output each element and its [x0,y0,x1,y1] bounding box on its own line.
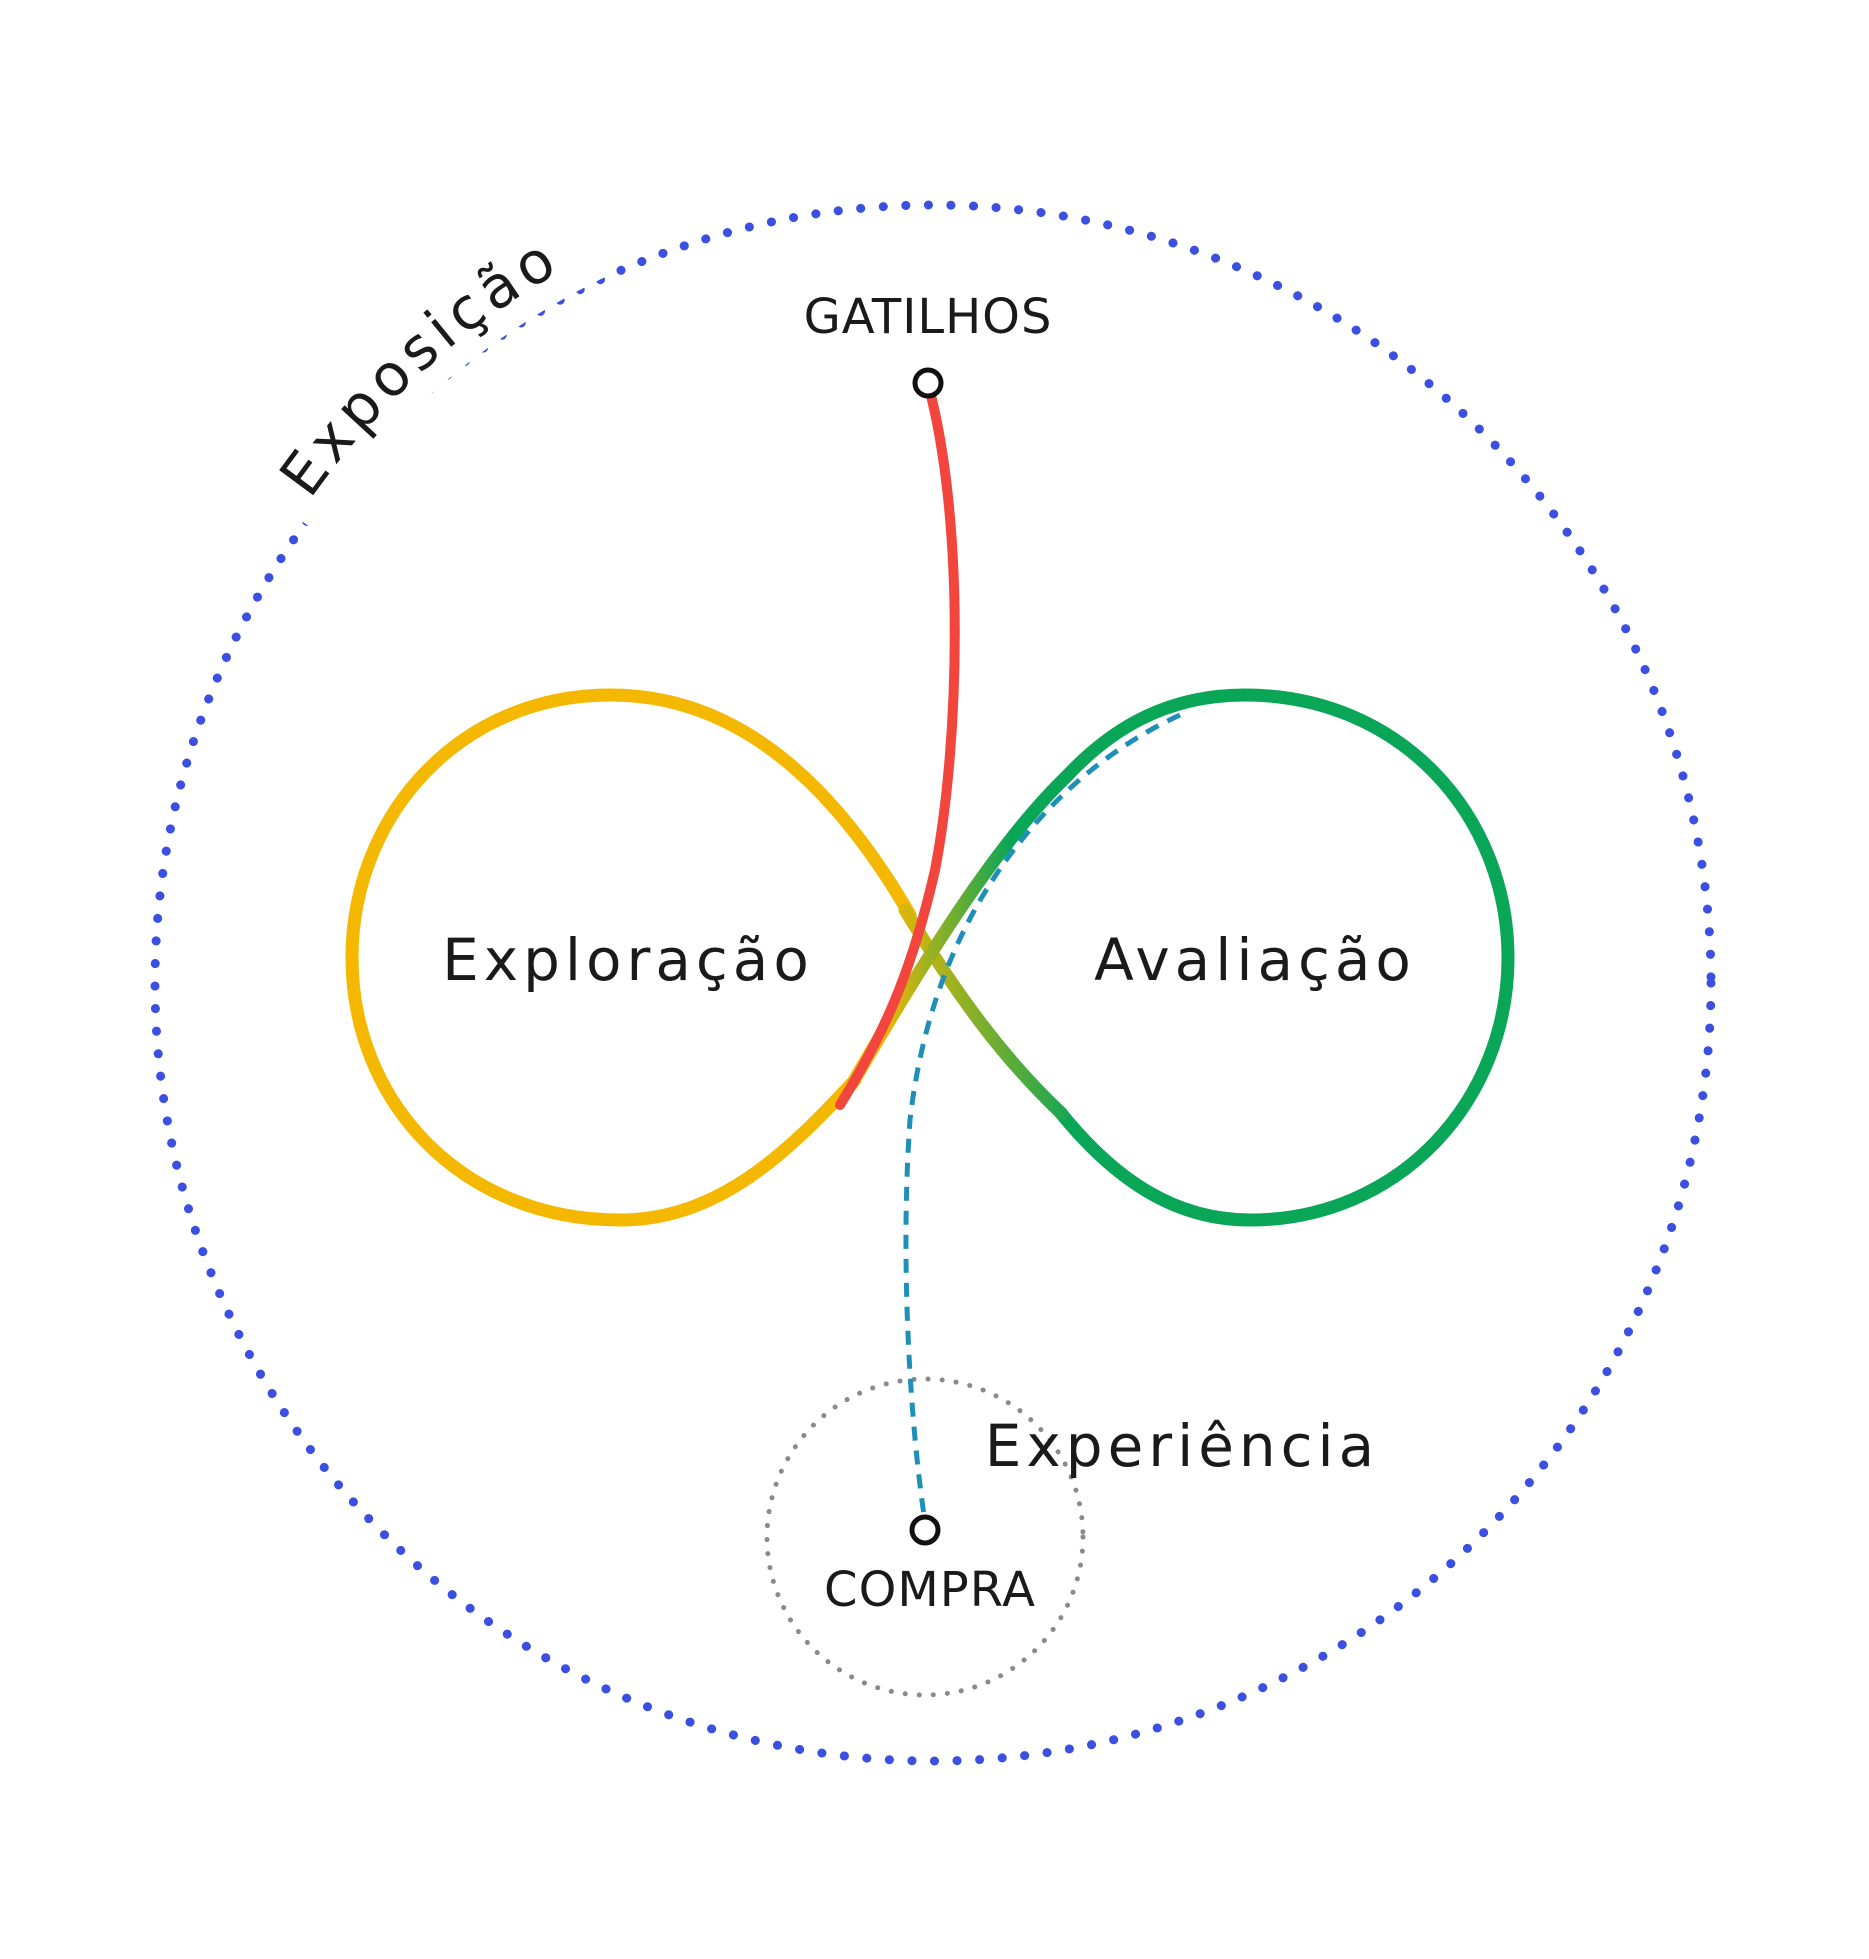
trigger-node [912,367,944,399]
experience-label: Experiência [985,1412,1379,1480]
experience-ring [764,1376,1086,1698]
evaluation-loop [1053,688,1515,1227]
cross-strand-down [898,903,1069,1121]
exposure-label: Exposição [266,222,571,508]
trigger-line [835,379,960,1110]
exposure-label-gap [287,244,617,529]
evaluation-label: Avaliação [1094,926,1416,994]
purchase-node [909,1514,941,1546]
exploration-loop [345,688,917,1227]
purchase-path [903,712,1182,1516]
trigger-label: GATILHOS [804,289,1053,345]
exposure-ring [150,200,1716,1766]
purchase-label: COMPRA [824,1562,1036,1618]
exploration-label: Exploração [442,926,814,994]
